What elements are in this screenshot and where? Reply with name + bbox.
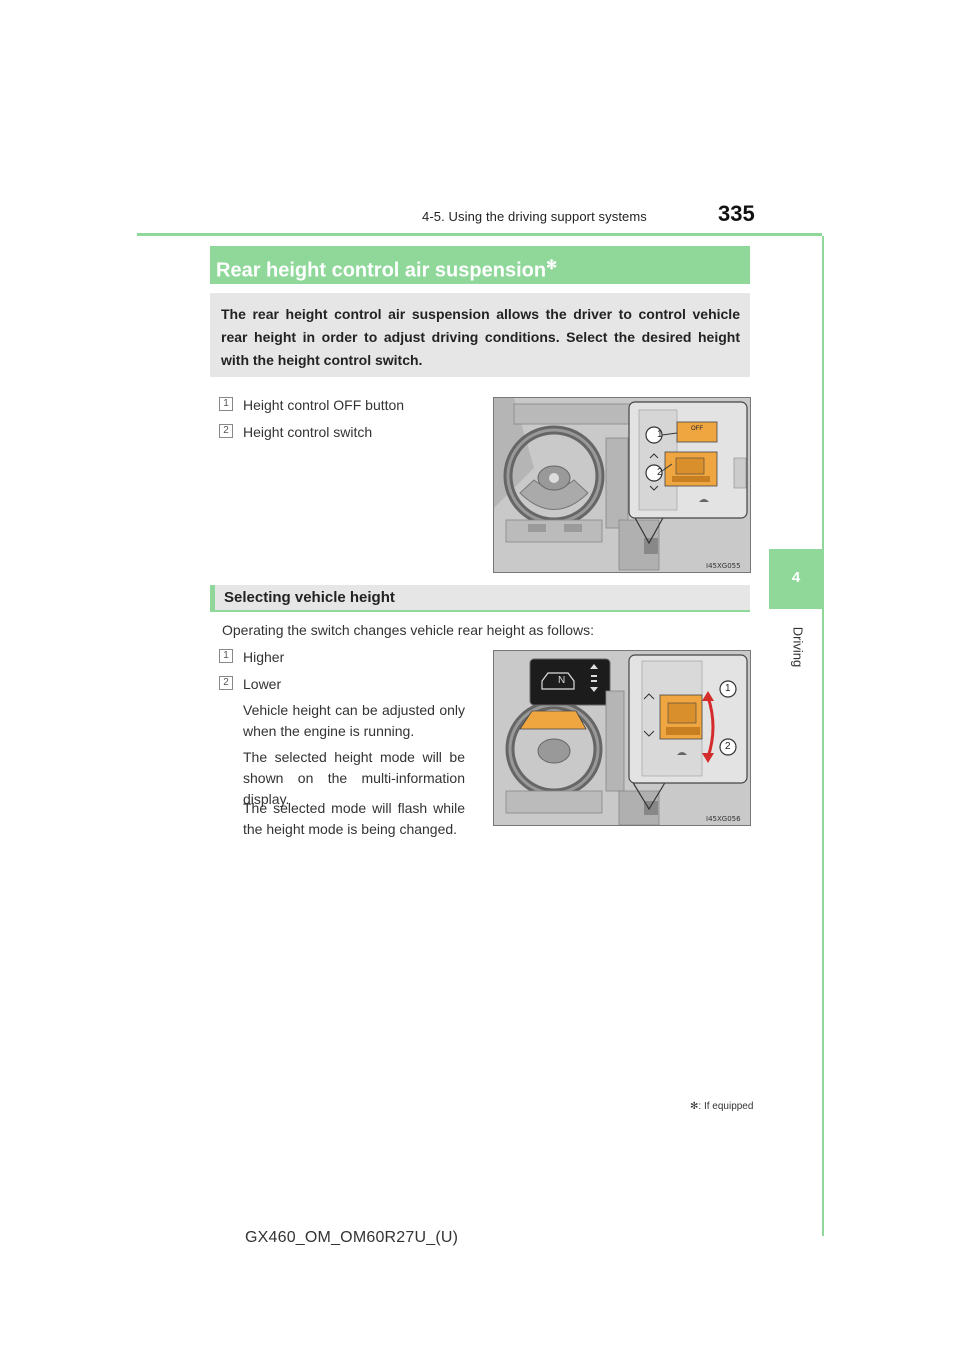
selecting-lead: Operating the switch changes vehicle rea…: [222, 622, 594, 638]
callout-2: 2: [657, 467, 663, 478]
callout-1: 1: [725, 683, 731, 694]
part-number: 1: [219, 397, 233, 411]
page-title-text: Rear height control air suspension: [216, 259, 547, 282]
figure-switch-location: OFF 1 2 I45XG055: [493, 397, 751, 573]
footnote-text: : If equipped: [698, 1101, 754, 1112]
section-title: 4-5. Using the driving support systems: [422, 209, 647, 224]
display-mode-letter: N: [558, 675, 566, 686]
item-number: 1: [219, 649, 233, 663]
footnote-mark: ✻: [690, 1101, 699, 1112]
switch-illustration: [494, 651, 750, 825]
page-title: Rear height control air suspension✻: [210, 246, 750, 284]
dashboard-illustration: [494, 398, 750, 572]
part-number: 2: [219, 424, 233, 438]
header-rule: [137, 233, 822, 236]
figure-height-switch: N 1 2 I45XG056: [493, 650, 751, 826]
chapter-label: Driving: [790, 626, 806, 668]
page-number: 335: [718, 201, 755, 226]
equipped-mark: ✻: [546, 257, 557, 272]
callout-2: 2: [725, 741, 731, 752]
figure-id: I45XG055: [706, 562, 741, 570]
intro-text: The rear height control air suspension a…: [210, 293, 750, 377]
item-label: Higher: [243, 649, 285, 665]
part-label: Height control OFF button: [243, 397, 405, 413]
note-engine-running: Vehicle height can be adjusted only when…: [243, 702, 465, 739]
item-number: 2: [219, 676, 233, 690]
side-rule: [822, 236, 824, 1236]
off-button-label: OFF: [691, 426, 703, 432]
figure-id: I45XG056: [706, 815, 741, 823]
callout-1: 1: [657, 429, 663, 440]
section-heading: Selecting vehicle height: [210, 585, 750, 611]
note-display: The selected height mode will be shown o…: [243, 749, 465, 807]
item-label: Lower: [243, 676, 282, 692]
chapter-tab: 4: [769, 549, 823, 609]
part-label: Height control switch: [243, 424, 373, 440]
note-flash: The selected mode will flash while the h…: [243, 800, 465, 837]
document-code: GX460_OM_OM60R27U_(U): [245, 1229, 459, 1246]
footnote: ✻: If equipped: [690, 1101, 753, 1112]
section-rule: [210, 610, 750, 612]
